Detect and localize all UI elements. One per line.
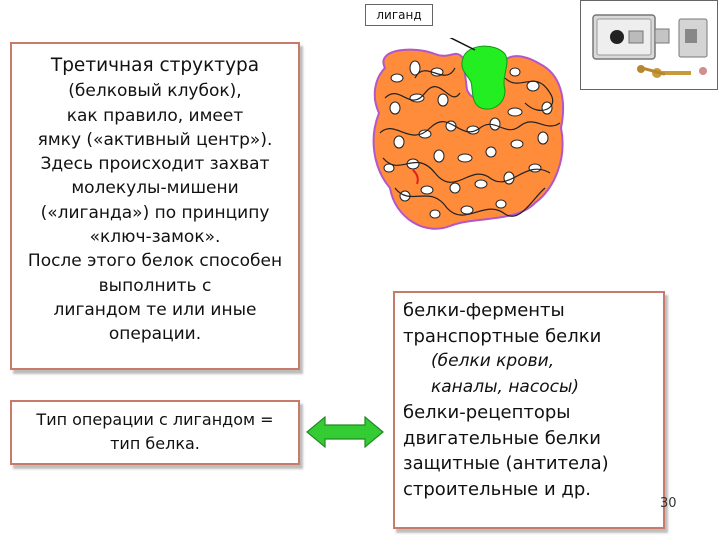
ligand-label: лиганд	[365, 4, 433, 26]
ligand-molecule	[461, 45, 508, 110]
text-line: лигандом те или иные	[53, 299, 257, 320]
lock-and-keys-image	[580, 0, 718, 90]
text-line: «ключ-замок».	[89, 227, 221, 248]
protein-types-list-box: белки-ферменты транспортные белки (белки…	[393, 291, 665, 529]
list-item: белки-рецепторы	[403, 402, 571, 423]
text-line: операции.	[108, 324, 202, 345]
list-subitem: (белки крови,	[431, 351, 555, 371]
text-line: тип белка.	[110, 434, 200, 453]
text-line: (белковый клубок),	[68, 81, 242, 102]
text-line: Тип операции с лигандом =	[36, 410, 274, 429]
protein-tertiary-structure-figure	[372, 38, 565, 230]
double-arrow-icon	[306, 415, 384, 449]
text-line: («лиганда») по принципу	[40, 202, 270, 223]
tertiary-structure-text-box: Третичная структура (белковый клубок), к…	[10, 42, 300, 370]
list-item: защитные (антитела)	[403, 453, 609, 474]
text-line: После этого белок способен	[27, 251, 283, 272]
lock-icon	[592, 14, 708, 78]
text-line: молекулы-мишени	[71, 178, 239, 199]
page-number: 30	[660, 496, 677, 511]
text-line: Здесь происходит захват	[40, 154, 270, 175]
list-item: строительные и др.	[403, 478, 591, 500]
text-line: как правило, имеет	[66, 105, 244, 126]
tertiary-structure-title: Третичная структура	[50, 55, 260, 76]
text-line: ямку («активный центр»).	[37, 129, 273, 150]
operation-type-text-box: Тип операции с лигандом = тип белка.	[10, 400, 300, 465]
text-line: выполнить с	[98, 275, 212, 296]
list-item: белки-ферменты	[403, 300, 565, 321]
list-item: транспортные белки	[403, 325, 602, 347]
list-item: двигательные белки	[403, 427, 601, 449]
list-subitem: каналы, насосы)	[431, 376, 579, 397]
keys-icon	[637, 65, 707, 78]
